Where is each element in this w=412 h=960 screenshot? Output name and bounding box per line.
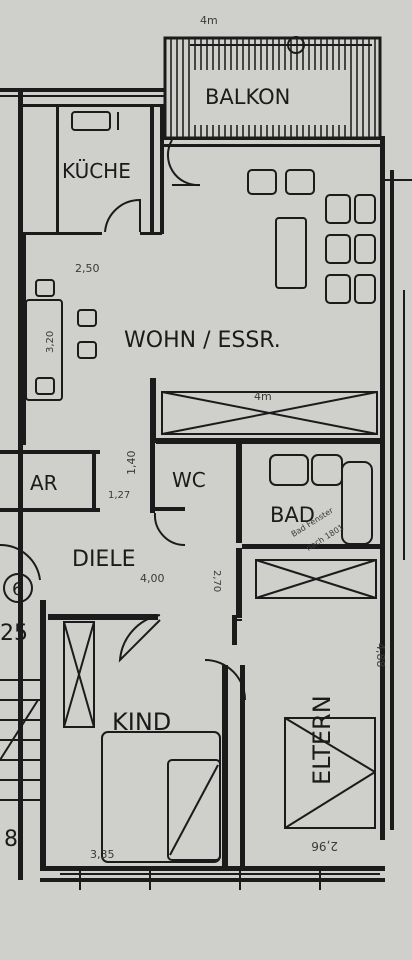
room-label-kueche: KÜCHE [62,159,131,183]
room-label-diele: DIELE [72,547,136,572]
furniture [0,36,378,863]
kueche-depth-label: 2,50 [75,262,100,275]
kind-bottom-label: 3,35 [90,848,115,861]
balcony [163,36,382,140]
room-label-ar: AR [30,471,58,495]
ar-dim-label: 1,27 [108,490,130,501]
stair-number-mid: 25 [0,621,28,646]
room-labels: BALKON KÜCHE WOHN / ESSR. WC BAD AR DIEL… [0,85,336,852]
balkon-width-label: 4m [200,14,218,27]
eltern-bottom-label: 2,96 [311,839,338,853]
room-label-bad: BAD [270,503,315,527]
wohn-width-label: 4m [254,390,272,403]
room-label-eltern: ELTERN [308,695,336,785]
wc-depth-label: 1,40 [125,451,138,476]
room-label-balkon: BALKON [205,85,290,109]
stair-number-top: 6 [12,579,23,600]
room-label-kind: KIND [112,708,171,736]
doors [0,139,246,701]
table-dim-label: 3,20 [45,331,56,353]
room-label-wohn: WOHN / ESSR. [124,328,281,353]
room-label-wc: WC [172,468,206,492]
diele-dim-label: 4,00 [140,572,165,585]
eltern-side-label: 4,88 [374,643,387,668]
walls [0,88,394,882]
bad-side-label: 2,70 [211,570,222,592]
stair-number-bottom: 8 [4,827,18,852]
windows [0,95,412,890]
